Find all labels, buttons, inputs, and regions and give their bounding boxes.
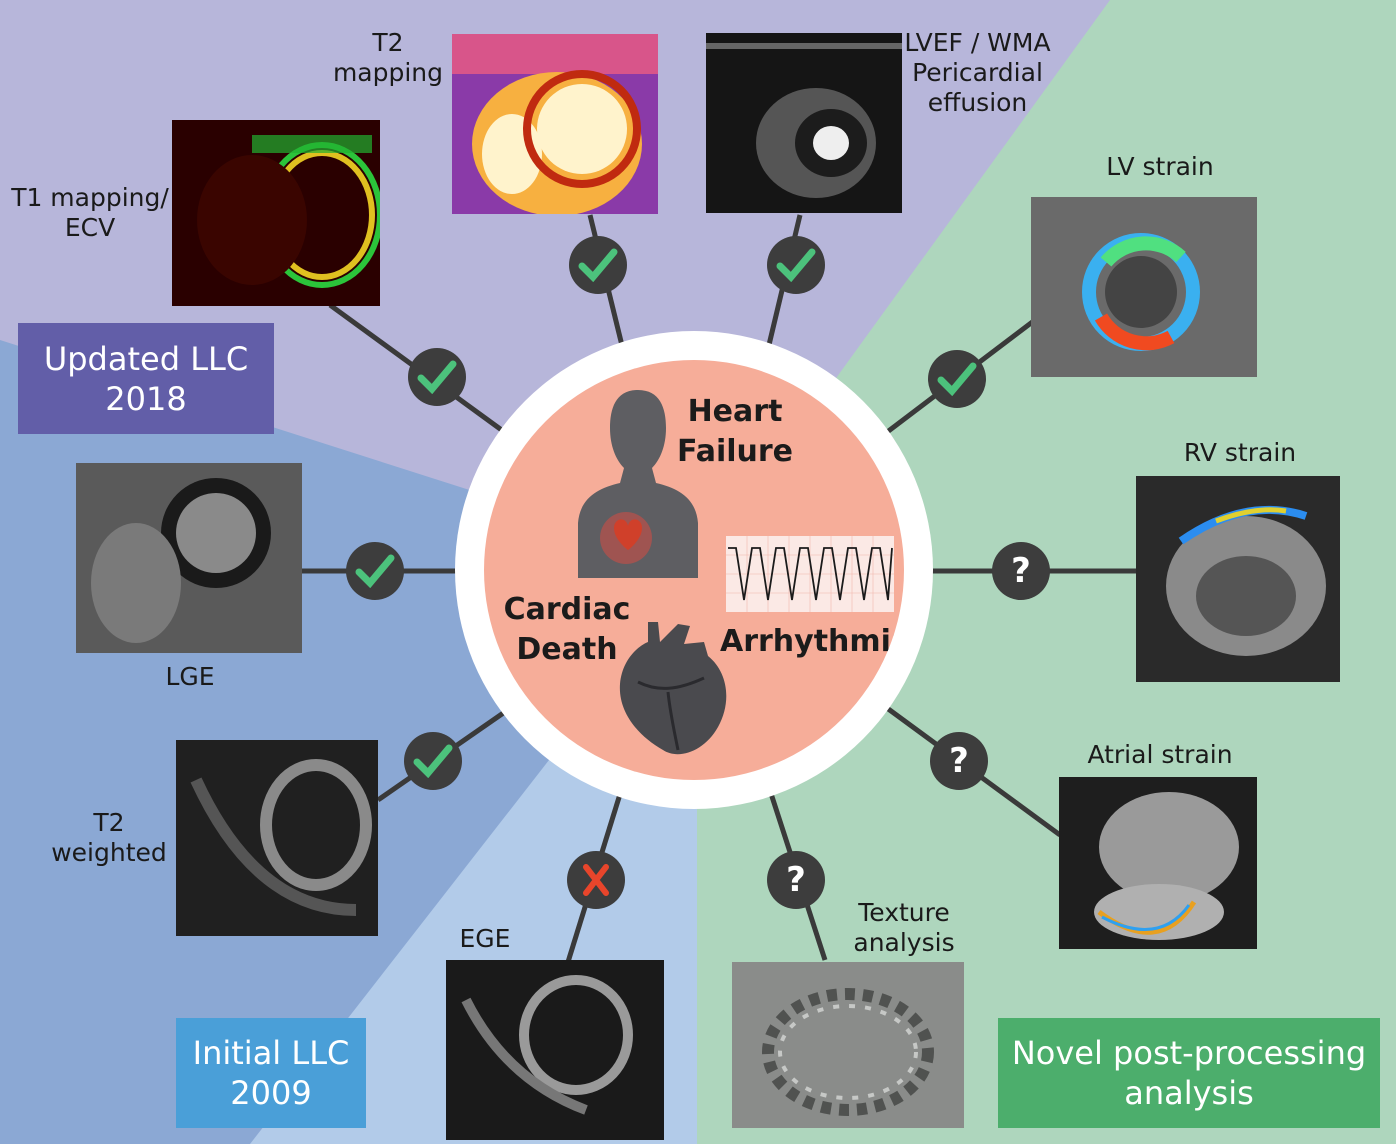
t2-weighted-image (176, 740, 378, 936)
atrial-strain-label: Atrial strain (1087, 740, 1233, 769)
t1-mapping-image (172, 120, 380, 306)
texture-status-question-icon: ? (767, 851, 825, 909)
rv-strain-image (1136, 476, 1340, 682)
t2-weighted-status-check-icon (404, 732, 462, 790)
lvef-label: LVEF / WMA Pericardial effusion (904, 28, 1051, 117)
rv-strain-label: RV strain (1183, 438, 1297, 467)
lv-strain-image (1031, 197, 1257, 377)
t2-mapping-image (452, 34, 658, 214)
lv-strain-status-check-icon (928, 350, 986, 408)
t2-mapping-label: T2 mapping (332, 28, 444, 87)
lge-label: LGE (165, 662, 215, 691)
atrial-strain-image (1059, 777, 1257, 949)
ege-label: EGE (459, 924, 511, 953)
updated-llc-box: Updated LLC 2018 (18, 323, 274, 434)
ege-status-cross-icon (567, 851, 625, 909)
t1-status-check-icon (408, 348, 466, 406)
atrial-strain-status-question-icon: ? (930, 732, 988, 790)
lvef-cine-image (706, 33, 902, 213)
anatomical-heart-icon (619, 622, 727, 755)
ecg-strip-icon (726, 536, 894, 612)
outcomes-circle: Heart Failure Cardiac Death Arrhythmia (484, 360, 904, 780)
texture-analysis-image (732, 962, 964, 1128)
heart-failure-text: Heart Failure (676, 394, 794, 469)
arrhythmia-text: Arrhythmia (720, 624, 904, 659)
lv-strain-label: LV strain (1106, 152, 1214, 181)
ege-image (446, 960, 664, 1140)
t2-mapping-status-check-icon (569, 236, 627, 294)
lge-image (76, 463, 302, 653)
t2-weighted-label: T2 weighted (51, 808, 167, 867)
initial-llc-box: Initial LLC 2009 (176, 1018, 366, 1128)
person-heart-icon (578, 390, 698, 578)
lge-status-check-icon (346, 542, 404, 600)
texture-analysis-label: Texture analysis (853, 898, 955, 957)
lvef-status-check-icon (767, 236, 825, 294)
novel-analysis-box: Novel post-processing analysis (998, 1018, 1380, 1128)
rv-strain-status-question-icon: ? (992, 542, 1050, 600)
cardiac-death-text: Cardiac Death (503, 592, 631, 667)
t1-mapping-label: T1 mapping/ ECV (11, 183, 169, 242)
